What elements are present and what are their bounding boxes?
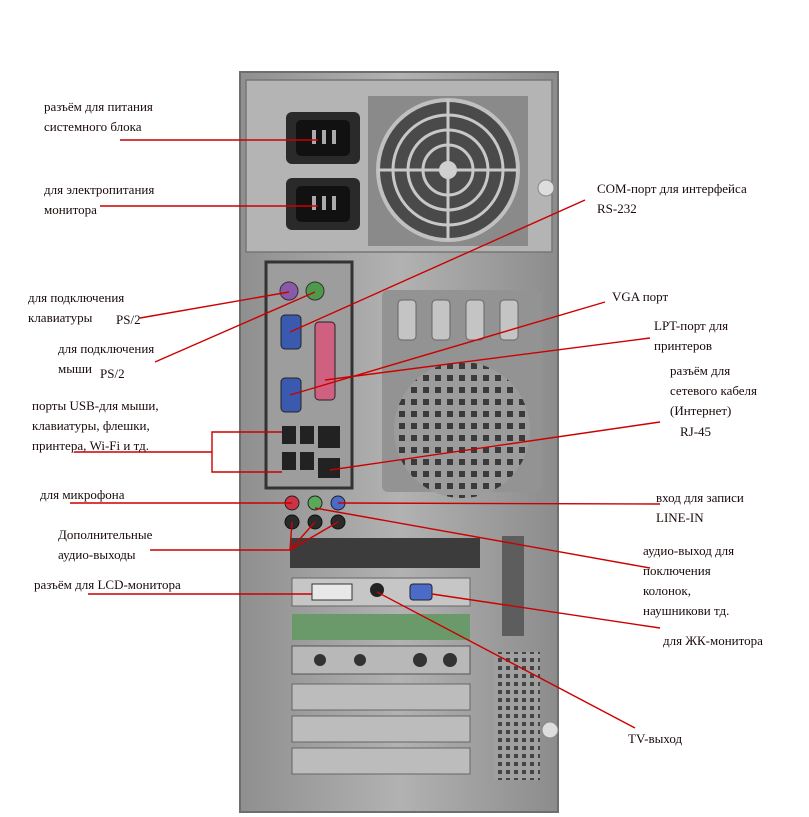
label-keyboard-suffix: PS/2 xyxy=(116,312,141,327)
label-mouse: для подключения мыши xyxy=(58,339,154,379)
label-line: разъём для xyxy=(670,363,731,378)
label-line: мыши xyxy=(58,361,92,376)
label-lpt: LPT-порт для принтеров xyxy=(654,316,728,356)
dvi-port-icon xyxy=(311,583,353,601)
label-line: поключения xyxy=(643,563,711,578)
label-line: аудио-выходы xyxy=(58,547,136,562)
leader-net xyxy=(329,421,661,471)
label-line: колонок, xyxy=(643,583,691,598)
label-line: вход для записи xyxy=(656,490,744,505)
label-line: принтеров xyxy=(654,338,712,353)
label-line: системного блока xyxy=(44,119,142,134)
label-line: COM-порт для интерфейса xyxy=(597,181,747,196)
expansion-slots xyxy=(290,538,480,775)
label-extra-audio: Дополнительные аудио-выходы xyxy=(58,525,152,565)
label-line: разъём для питания xyxy=(44,99,153,114)
psu-power-inlet-icon xyxy=(286,112,360,164)
case-vent xyxy=(382,290,542,498)
leader-extra-audio-c xyxy=(289,521,339,551)
ps2-port-icon xyxy=(279,281,325,301)
leader-line-in xyxy=(337,502,661,505)
label-mic: для микрофона xyxy=(40,485,124,505)
label-line: принтера, Wi-Fi и тд. xyxy=(32,438,149,453)
fan-grille-icon xyxy=(368,96,555,246)
monitor-power-outlet-icon xyxy=(286,178,360,230)
label-audio-out: аудио-выход для поключения колонок, наушник… xyxy=(643,541,734,621)
label-line: TV-выход xyxy=(628,731,683,746)
label-line: для микрофона xyxy=(40,487,125,502)
leader-extra-audio-b xyxy=(289,521,316,551)
label-mouse-suffix: PS/2 xyxy=(100,366,125,381)
label-lcd-monitor: для ЖК-монитора xyxy=(663,631,763,651)
label-line: клавиатуры xyxy=(28,310,93,325)
leader-lpt xyxy=(324,337,651,381)
label-line: монитора xyxy=(44,202,97,217)
label-line: Дополнительные xyxy=(58,527,153,542)
label-vga: VGA порт xyxy=(612,287,668,307)
label-line: аудио-выход для xyxy=(643,543,735,558)
io-shield xyxy=(264,260,354,490)
leader-vga xyxy=(289,301,606,396)
leader-com xyxy=(289,199,586,333)
label-line: для подключения xyxy=(28,290,125,305)
leader-tv xyxy=(376,591,636,729)
label-line: клавиатуры, флешки, xyxy=(32,418,150,433)
label-usb: порты USB-для мыши, клавиатуры, флешки, пр… xyxy=(32,396,159,456)
label-power-psu: разъём для питания системного блока xyxy=(44,97,153,137)
leader-keyboard xyxy=(139,291,290,319)
label-line: LPT-порт для xyxy=(654,318,729,333)
label-line: для электропитания xyxy=(44,182,155,197)
label-tv: TV-выход xyxy=(628,729,682,749)
leader-mouse xyxy=(154,291,316,363)
label-line: (Интернет) xyxy=(670,403,732,418)
label-line: LINE-IN xyxy=(656,510,704,525)
label-power-monitor: для электропитания монитора xyxy=(44,180,154,220)
db25-parallel-port-icon xyxy=(314,321,336,401)
label-line: сетевого кабеля xyxy=(670,383,758,398)
leader-lcd-monitor xyxy=(431,593,661,629)
leader-usb-b xyxy=(211,431,282,473)
label-net: разъём для сетевого кабеля (Интернет) xyxy=(670,361,757,421)
label-keyboard: для подключения клавиатуры xyxy=(28,288,124,328)
label-line: RS-232 xyxy=(597,201,637,216)
rj45-port-icon xyxy=(318,426,340,478)
label-lcd: разъём для LCD-монитора xyxy=(34,575,181,595)
usb-port-icon xyxy=(282,426,314,470)
svideo-port-icon xyxy=(314,583,457,667)
label-line: наушникови тд. xyxy=(643,603,730,618)
label-line: разъём для LCD-монитора xyxy=(34,577,181,592)
label-net-suffix: RJ-45 xyxy=(680,424,712,439)
label-line: для подключения xyxy=(58,341,155,356)
leader-audio-out xyxy=(314,507,651,569)
card-vga-port-icon xyxy=(409,583,433,601)
label-line: для ЖК-монитора xyxy=(663,633,763,648)
leader-lines xyxy=(70,139,661,729)
label-line: VGA порт xyxy=(612,289,669,304)
label-line: порты USB-для мыши, xyxy=(32,398,159,413)
